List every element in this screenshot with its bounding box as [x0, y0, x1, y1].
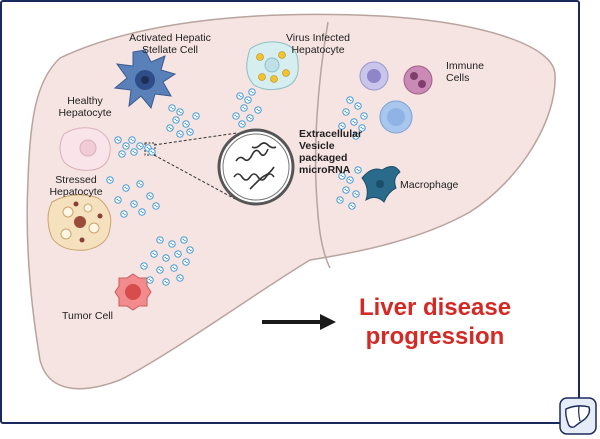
virus-infected-hepatocyte-icon — [246, 41, 299, 91]
falciform-ligament — [314, 21, 331, 269]
headline-line1: Liver disease — [358, 294, 512, 321]
label-macrophage: Macrophage — [400, 179, 459, 191]
stressed-hepatocyte-icon — [47, 194, 112, 251]
label-tumor-cell: Tumor Cell — [62, 310, 113, 322]
liver-shape — [26, 13, 556, 390]
progression-arrow — [262, 314, 336, 330]
outer-frame — [0, 0, 580, 424]
zoom-line-top — [153, 132, 238, 146]
label-stressed-hepatocyte: Stressed Hepatocyte — [49, 174, 103, 198]
label-immune-cells: Immune Cells — [446, 60, 484, 84]
label-extracellular-vesicle: Extracellular Vesicle packaged microRNA — [299, 128, 363, 176]
label-healthy-hepatocyte: Healthy Hepatocyte — [58, 95, 112, 119]
healthy-hepatocyte-icon — [59, 127, 111, 171]
headline-line2: progression — [365, 323, 505, 350]
tumor-cell-icon — [114, 273, 152, 311]
vesicle-zoom-icon — [217, 128, 295, 206]
immune-cells-icon — [359, 61, 433, 134]
stellate-cell-icon — [113, 49, 177, 110]
zoom-source-box — [144, 142, 156, 156]
zoom-line-bottom — [153, 154, 238, 201]
label-stellate-cell: Activated Hepatic Stellate Cell — [129, 32, 211, 56]
liver-logo-icon — [559, 397, 597, 435]
label-virus-infected-hepatocyte: Virus Infected Hepatocyte — [285, 32, 350, 56]
macrophage-icon — [361, 166, 401, 203]
